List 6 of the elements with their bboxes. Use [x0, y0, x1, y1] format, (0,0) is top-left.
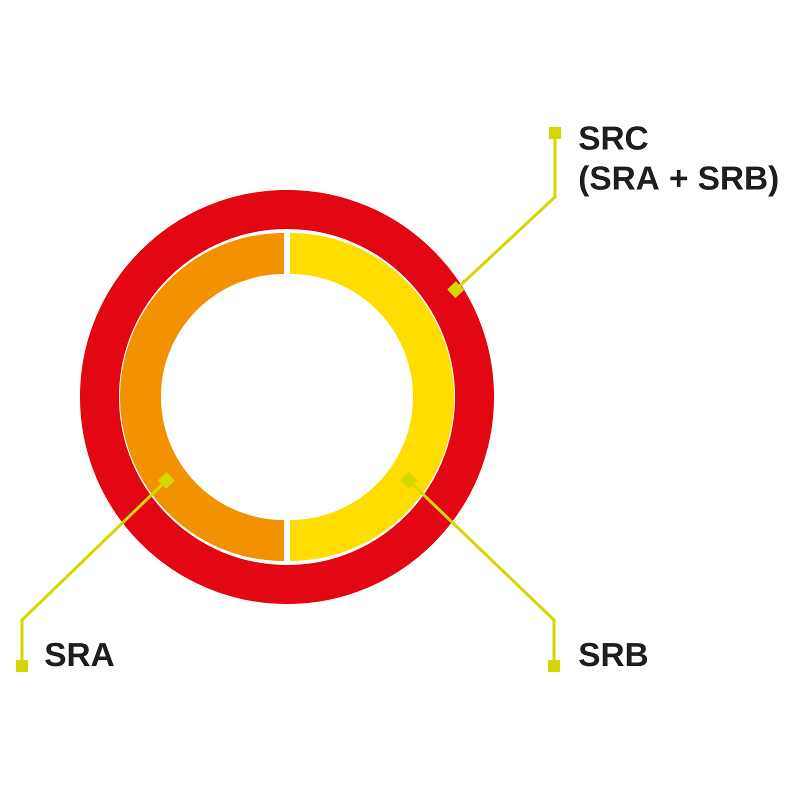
label-text: SRC (SRA + SRB) — [579, 126, 778, 196]
label-text: SRA — [45, 642, 114, 666]
half-ring — [290, 233, 454, 561]
half-ring — [120, 233, 284, 561]
outer-ring — [80, 190, 494, 604]
label-text: SRB — [579, 642, 648, 666]
